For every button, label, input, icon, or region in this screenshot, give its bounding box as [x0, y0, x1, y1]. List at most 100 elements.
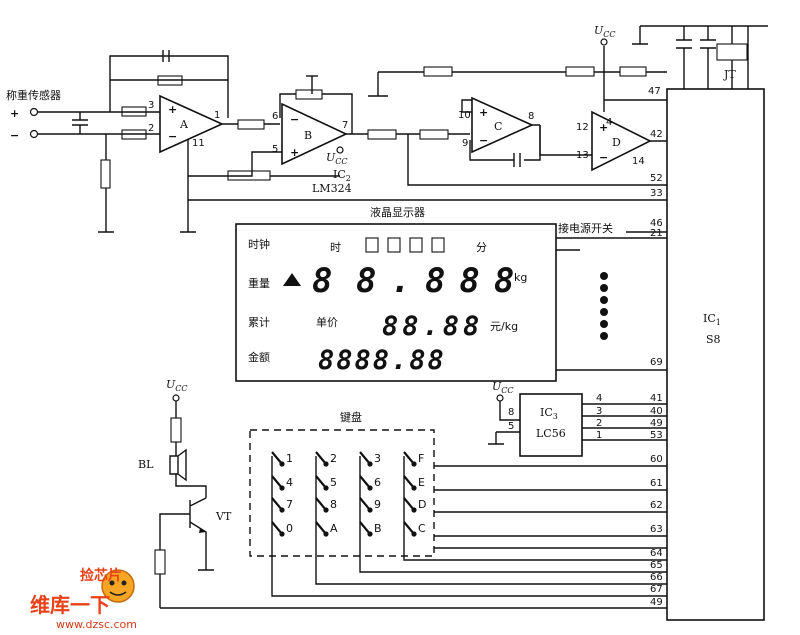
- lcd-row-amount: 金额: [248, 350, 270, 364]
- plus-sign: +: [10, 107, 19, 120]
- ic2-label: IC2: [333, 168, 351, 183]
- crystal-label: JT: [723, 68, 736, 81]
- key-label: C: [418, 522, 426, 535]
- key-label: 1: [286, 452, 293, 465]
- lcd-ic1-wires: [556, 237, 667, 371]
- opamp-b-bias: [228, 151, 340, 177]
- ic1-label: IC1: [703, 312, 721, 327]
- ground-path-a: [98, 134, 114, 233]
- pin-label: 69: [650, 357, 663, 368]
- resistor-ab: [237, 119, 265, 130]
- vcc-terminal-ic3: [496, 394, 504, 402]
- opamp-a-label: A: [179, 118, 189, 131]
- pin-label: 14: [632, 156, 645, 167]
- lcd-price-unit: 元/kg: [490, 320, 518, 333]
- keyboard-row-wires: [434, 465, 667, 537]
- pin-label: 3: [596, 406, 602, 417]
- sensor-terminal-minus: [29, 129, 39, 139]
- opamp-a: [159, 94, 224, 154]
- ground-resistor: [100, 159, 111, 189]
- price-digits: 88.88: [382, 311, 483, 342]
- pin-label: 53: [650, 430, 663, 441]
- pin-label: 66: [650, 572, 663, 583]
- cap-top-1: [676, 26, 692, 89]
- pin-label: 12: [576, 122, 589, 133]
- input-resistor-2: [121, 129, 147, 140]
- sensor-label: 称重传感器: [6, 88, 61, 102]
- ic3-chip: [519, 393, 583, 457]
- clock-digit: [431, 237, 445, 253]
- lcd-row-accum: 累计: [248, 316, 270, 329]
- weight-first-digit: 8: [312, 261, 332, 301]
- pin-label: 8: [508, 407, 514, 418]
- lcd-kg: kg: [514, 271, 527, 284]
- scale-icon: [283, 273, 301, 286]
- lcd-row-weight: 重量: [248, 276, 270, 290]
- key-switch: A: [315, 521, 338, 537]
- pin-label: 7: [342, 120, 348, 131]
- svg-text:+: +: [168, 103, 177, 116]
- key-switch: 5: [315, 475, 337, 491]
- clock-digit: [387, 237, 401, 253]
- watermark-top: 捡芯片: [80, 567, 122, 584]
- power-switch-label: 接电源开关: [558, 221, 613, 235]
- input-capacitor: [72, 112, 88, 134]
- pin-label: 2: [596, 418, 602, 429]
- svg-text:−: −: [168, 130, 177, 143]
- pin-label: 1: [596, 430, 602, 441]
- vcc-buzzer: UCC: [166, 378, 188, 393]
- lcd-unit-price: 单价: [316, 316, 338, 329]
- pin-label: 40: [650, 406, 663, 417]
- pin-label: 52: [650, 173, 663, 184]
- watermark-main: 维库一下: [30, 593, 110, 617]
- crystal-wires: [731, 26, 749, 89]
- watermark-logo: 捡芯片 维库一下 www.dzsc.com: [30, 567, 137, 631]
- resistor-c-top: [423, 66, 453, 77]
- pin-label: 4: [596, 393, 602, 404]
- lcd-minute: 分: [476, 241, 487, 254]
- buzzer-speaker: [169, 448, 187, 482]
- capacitor-c: [513, 153, 521, 167]
- crystal: [716, 43, 748, 61]
- pin-label: 61: [650, 478, 663, 489]
- ic2-part: LM324: [312, 182, 352, 195]
- vcc-ic3: UCC: [492, 380, 514, 395]
- cap-top-2: [700, 26, 716, 89]
- pin-label: 65: [650, 560, 663, 571]
- key-label: 5: [330, 476, 337, 489]
- key-label: E: [418, 476, 425, 489]
- key-label: 9: [374, 498, 381, 511]
- vcc-terminal-top: [600, 38, 608, 46]
- key-label: B: [374, 522, 382, 535]
- buzzer-wires: [175, 401, 207, 498]
- ic3-part: LC56: [536, 427, 566, 440]
- pin52-wire: [407, 134, 667, 186]
- lcd-row-clock: 时钟: [248, 237, 270, 251]
- resistor-d2: [619, 66, 647, 77]
- key-switch: 0: [271, 521, 293, 537]
- key-switch: F: [403, 451, 424, 467]
- opamp-d-label: D: [612, 136, 621, 149]
- pin-label: 8: [528, 111, 534, 122]
- lcd-hour: 时: [330, 241, 341, 254]
- transistor-label: VT: [215, 510, 232, 523]
- pin-label: 3: [148, 100, 154, 111]
- svg-text:+: +: [479, 106, 488, 119]
- opamp-c-label: C: [494, 120, 502, 133]
- pin-label: 4: [606, 117, 612, 128]
- ic3-label: IC3: [540, 406, 558, 421]
- key-label: 0: [286, 522, 293, 535]
- pin-label: 60: [650, 454, 663, 465]
- vcc-terminal-buzzer: [172, 394, 180, 402]
- lcd-title: 液晶显示器: [370, 205, 425, 219]
- pin-label: 42: [650, 129, 663, 140]
- key-label: 6: [374, 476, 381, 489]
- pin-label: 49: [650, 418, 663, 429]
- keyboard-frame: [249, 429, 435, 557]
- feedback-capacitor: [162, 50, 170, 62]
- sensor-wires: [38, 111, 160, 135]
- input-resistor-3: [121, 106, 147, 117]
- pin-label: 13: [576, 150, 589, 161]
